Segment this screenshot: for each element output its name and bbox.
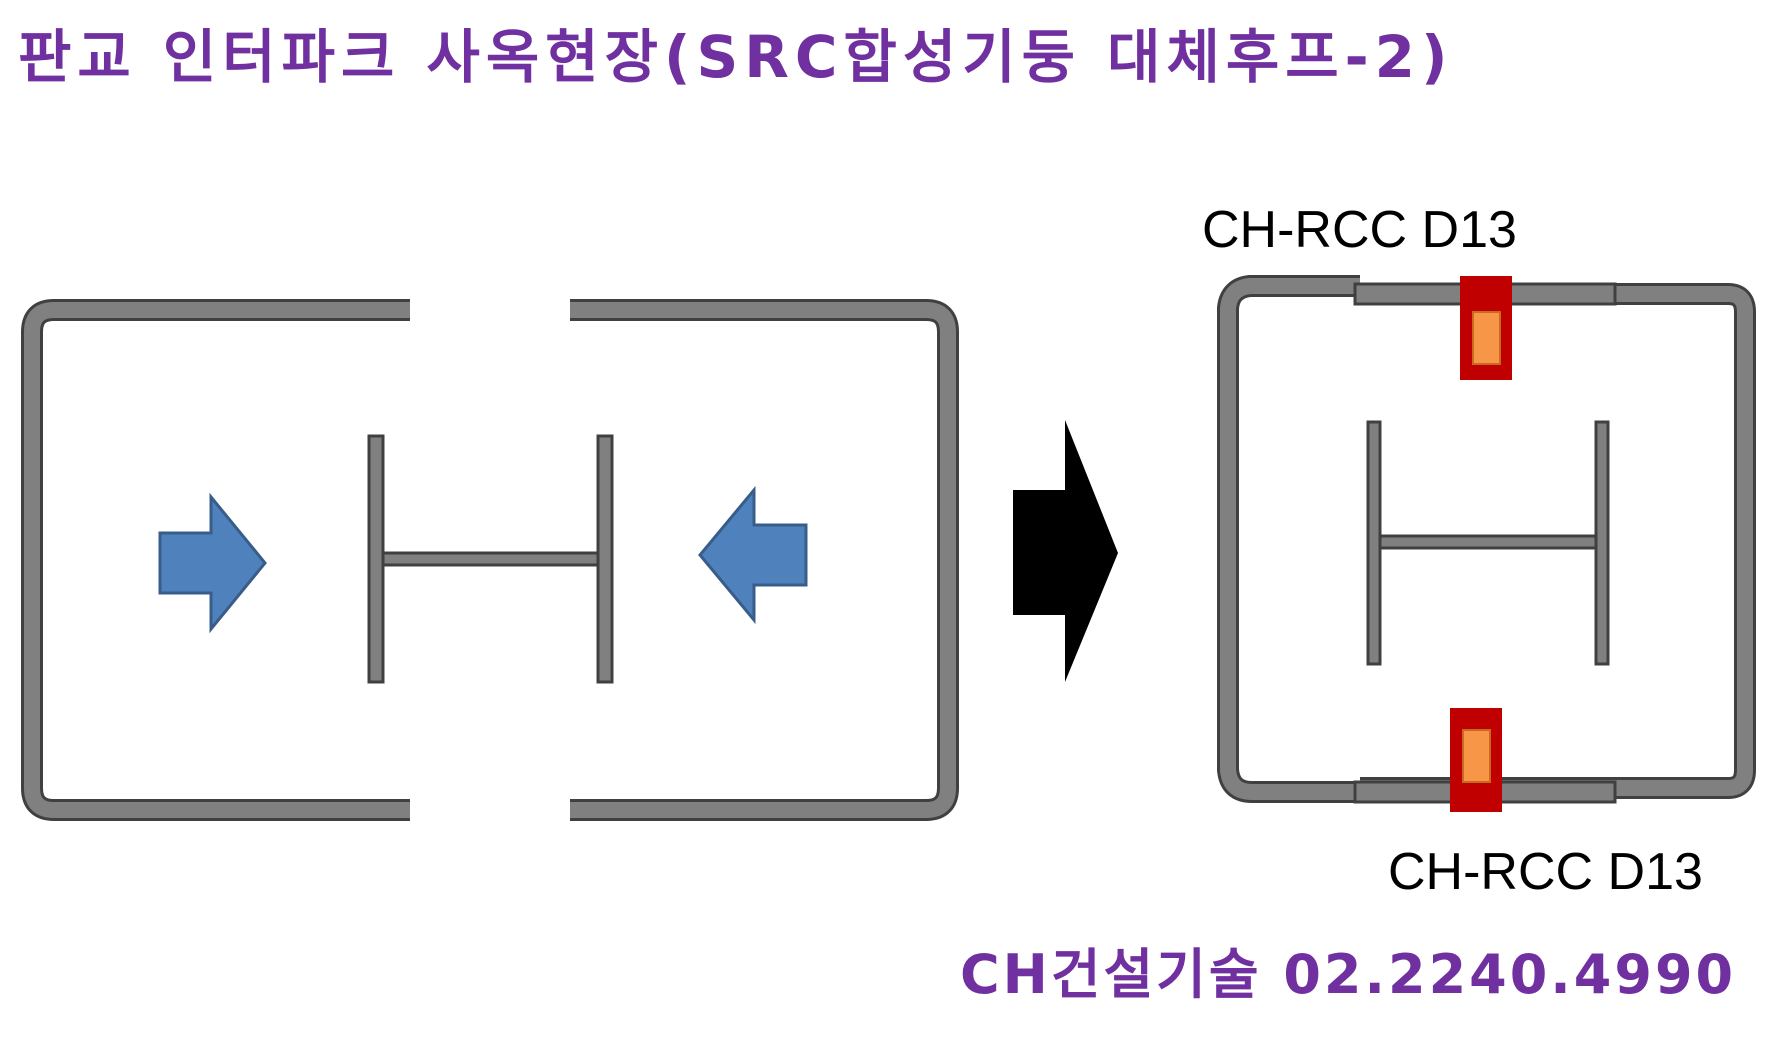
rebar-coupler-icon [1450,708,1502,812]
closed-hoop-left-part [1217,275,1360,803]
h-beam-right [1366,420,1610,666]
after-assembly [1217,275,1756,812]
top-coupler-label: CH-RCC D13 [1202,201,1517,259]
h-beam-left [367,434,614,684]
contact-footer: CH건설기술 02.2240.4990 [960,943,1737,1006]
black-block-arrow-icon [1013,420,1118,682]
bottom-coupler-label: CH-RCC D13 [1388,843,1703,901]
blue-block-arrow-icon [158,492,267,634]
right-c-hoop-fill [570,302,956,818]
rebar-coupler-icon [1460,276,1512,380]
before-assembly [21,299,959,821]
closed-hoop-left-part-fill [1220,278,1360,800]
closed-hoop-right-part-fill [1360,286,1753,796]
page-title: 판교 인터파크 사옥현장(SRC합성기둥 대체후프-2) [18,23,1454,91]
blue-block-arrow-icon [698,485,808,625]
left-c-hoop-fill [24,302,410,818]
